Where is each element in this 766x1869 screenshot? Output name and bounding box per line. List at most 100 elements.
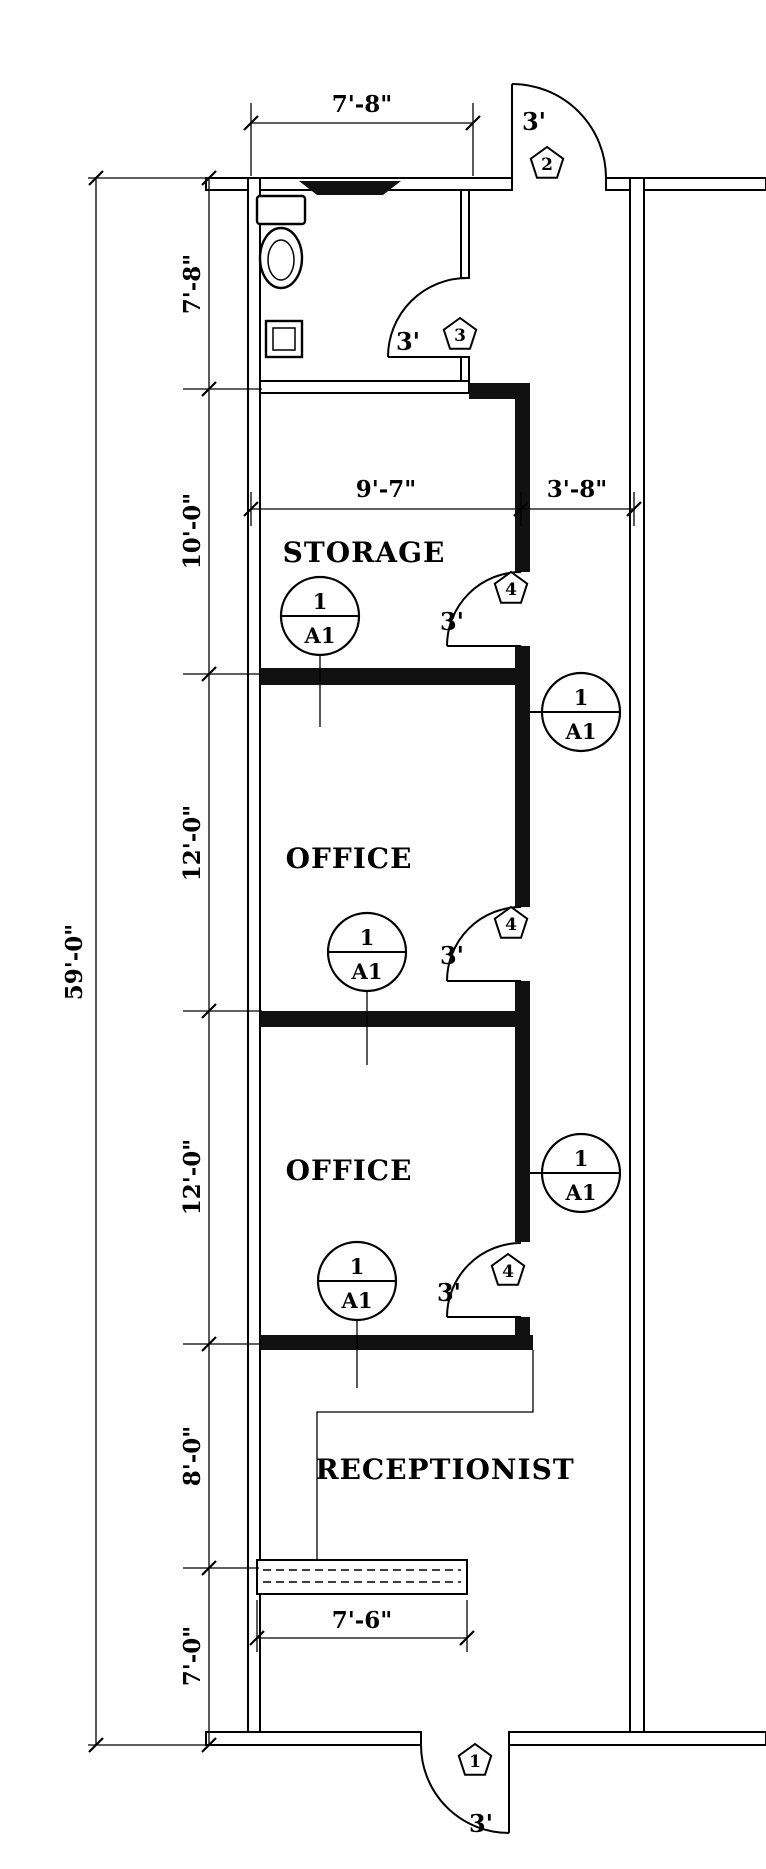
door-tag-entry-bottom: 1 <box>457 1742 493 1776</box>
office-receptionist-partition <box>260 1335 533 1350</box>
hall-wall-segment-2 <box>515 646 530 907</box>
dim-text-segment-2: 10'-0" <box>179 493 206 570</box>
dim-tick <box>201 1003 217 1019</box>
callout-detail-number: 1 <box>574 1146 589 1171</box>
callout-sheet-number: A1 <box>351 959 383 984</box>
bathroom-door-swing <box>387 277 468 358</box>
callout-hall-wall-upper: 1 A1 <box>530 671 622 753</box>
dim-tick <box>513 501 529 517</box>
bottom-wall-right-segment <box>508 1731 766 1746</box>
callout-detail-number: 1 <box>313 589 328 614</box>
callout-sheet-number: A1 <box>565 719 597 744</box>
bottom-wall-left-segment <box>205 1731 422 1746</box>
dimension-desk-width: 7'-6" <box>249 1600 475 1652</box>
bathroom-east-wall-upper <box>460 189 470 279</box>
reception-desk <box>256 1559 468 1595</box>
bathroom-east-wall-stub <box>460 356 470 382</box>
pentagon-tag-icon <box>457 1742 493 1776</box>
door-tags: 2 3 4 4 4 1 <box>442 145 565 1776</box>
dimension-storage-hall-width: 9'-7" 3'-8" <box>243 476 642 526</box>
shelf-fixture <box>299 181 401 195</box>
toilet-bowl <box>258 226 304 290</box>
sink-fixture <box>264 319 304 359</box>
door-tag-number: 4 <box>505 915 517 935</box>
hall-wall-segment-3 <box>515 981 530 1242</box>
dim-text-segment-4: 12'-0" <box>179 1139 206 1216</box>
sink-basin <box>272 327 296 351</box>
door-tag-number: 4 <box>505 580 517 600</box>
dimension-left-segments: 7'-8" 10'-0" 12'-0" 12'-0" 8'-0" 7'-0" <box>179 170 262 1753</box>
callout-detail-number: 1 <box>574 685 589 710</box>
entry-top-door-swing <box>511 83 607 179</box>
dim-tick <box>201 170 217 186</box>
callout-detail-number: 1 <box>350 1254 365 1279</box>
dim-text-segment-1: 7'-8" <box>179 254 206 315</box>
callout-storage-wall: 1 A1 <box>279 575 361 727</box>
storage-door-width: 3' <box>440 607 464 636</box>
office-lower-door-width: 3' <box>437 1278 461 1307</box>
room-label-receptionist: RECEPTIONIST <box>315 1453 574 1486</box>
interior-walls <box>260 383 533 1350</box>
bathroom-door-width: 3' <box>396 327 420 356</box>
bathroom <box>255 181 470 394</box>
left-exterior-wall <box>247 177 261 1746</box>
pentagon-tag-icon <box>529 145 565 179</box>
room-label-office-lower: OFFICE <box>286 1154 413 1187</box>
dim-tick <box>88 1737 104 1753</box>
door-width-labels: 3' 3' 3' 3' 3' 3' <box>396 107 546 1838</box>
dimension-overall-height: 59'-0" <box>61 170 206 1753</box>
dimension-bathroom-width: 7'-8" <box>243 91 481 176</box>
callout-detail-number: 1 <box>360 925 375 950</box>
dim-tick <box>201 381 217 397</box>
callout-office-upper-wall: 1 A1 <box>326 911 408 1065</box>
dim-tick <box>465 115 481 131</box>
dim-text-storage-width: 9'-7" <box>356 476 417 503</box>
dim-text-segment-6: 7'-0" <box>179 1626 206 1687</box>
exterior-walls <box>205 177 766 1746</box>
room-label-storage: STORAGE <box>283 536 446 569</box>
pentagon-tag-icon <box>493 570 529 604</box>
hall-wall-connector <box>469 383 530 399</box>
dim-tick <box>201 666 217 682</box>
storage-door-swing <box>446 571 522 647</box>
dim-tick <box>243 115 259 131</box>
top-wall-right-segment <box>605 177 766 191</box>
dim-text-segment-3: 12'-0" <box>179 805 206 882</box>
room-label-office-upper: OFFICE <box>286 842 413 875</box>
callout-sheet-number: A1 <box>565 1180 597 1205</box>
pentagon-tag-icon <box>442 316 478 350</box>
hall-wall-segment-1 <box>515 383 530 572</box>
dim-tick <box>249 1630 265 1646</box>
toilet-tank <box>255 194 307 226</box>
office-lower-door-swing <box>446 1242 522 1318</box>
toilet-bowl-inner <box>267 239 295 281</box>
receptionist-area <box>256 1350 534 1595</box>
receptionist-partition-line <box>316 1350 534 1560</box>
right-exterior-wall <box>629 177 645 1746</box>
dim-tick <box>243 501 259 517</box>
dim-text-desk-width: 7'-6" <box>332 1607 393 1634</box>
callout-hall-wall-lower: 1 A1 <box>530 1132 622 1214</box>
pentagon-tag-icon <box>493 905 529 939</box>
door-tag-storage: 4 <box>493 570 529 604</box>
office-upper-door-swing <box>446 906 522 982</box>
door-tag-number: 4 <box>502 1262 514 1282</box>
dim-tick <box>201 1737 217 1753</box>
dim-tick <box>201 1336 217 1352</box>
storage-office-partition <box>260 668 530 685</box>
dim-tick <box>88 170 104 186</box>
callout-office-lower-wall: 1 A1 <box>316 1240 398 1388</box>
callout-sheet-number: A1 <box>341 1288 373 1313</box>
office-office-partition <box>260 1011 530 1027</box>
dim-tick <box>201 1560 217 1576</box>
dim-tick <box>459 1630 475 1646</box>
entry-bottom-door-swing <box>420 1744 510 1834</box>
entry-bottom-door-width: 3' <box>469 1809 493 1838</box>
dim-text-segment-5: 8'-0" <box>179 1426 206 1487</box>
detail-callouts: 1 A1 1 A1 1 A1 1 A1 1 <box>279 575 622 1388</box>
entry-top-door-width: 3' <box>522 107 546 136</box>
door-tag-office-upper: 4 <box>493 905 529 939</box>
door-tag-office-lower: 4 <box>490 1252 526 1286</box>
office-upper-door-width: 3' <box>440 941 464 970</box>
